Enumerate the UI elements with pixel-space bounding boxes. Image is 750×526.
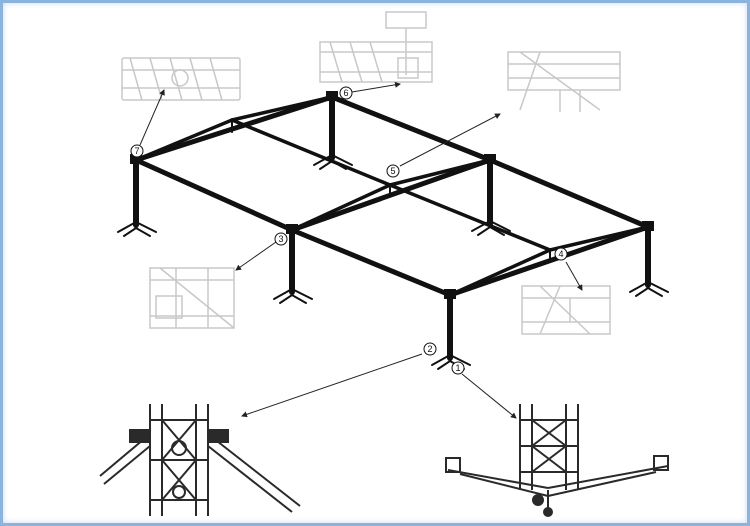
leader-arrow-1 (461, 373, 517, 419)
leg-bases (117, 153, 669, 370)
callout-7: 7 (130, 144, 144, 158)
detail-inset-5 (507, 51, 621, 112)
callout-2: 2 (423, 342, 437, 356)
leader-arrow-6 (351, 81, 401, 93)
svg-text:2: 2 (427, 344, 432, 354)
callout-4: 4 (554, 247, 568, 261)
detail-inset-6 (319, 11, 433, 83)
callout-6: 6 (339, 86, 353, 100)
leader-arrow-5 (399, 113, 501, 167)
callout-3: 3 (274, 232, 288, 246)
truss-structure-diagram: 7 6 5 3 4 2 1 (99, 11, 669, 517)
truss-legs (133, 94, 651, 361)
svg-text:5: 5 (390, 166, 395, 176)
leader-arrow-2 (241, 353, 423, 418)
callout-5: 5 (386, 164, 400, 178)
callout-markers: 7 6 5 3 4 2 1 (130, 86, 568, 375)
svg-text:3: 3 (278, 234, 283, 244)
main-truss-structure (117, 91, 669, 370)
detail-column-joint (99, 404, 301, 516)
leader-arrow-4 (565, 261, 583, 291)
detail-inset-4 (521, 285, 611, 335)
roof-gables (134, 95, 650, 297)
leader-arrows (139, 81, 583, 419)
leader-arrow-7 (139, 89, 165, 146)
detail-inset-7 (121, 57, 241, 101)
detail-inset-3 (149, 267, 235, 329)
svg-text:6: 6 (343, 88, 348, 98)
callout-1: 1 (451, 361, 465, 375)
svg-text:7: 7 (134, 146, 139, 156)
detail-base-outrigger (445, 404, 669, 517)
svg-text:4: 4 (558, 249, 563, 259)
leader-arrow-3 (235, 241, 277, 271)
svg-text:1: 1 (455, 363, 460, 373)
corner-blocks (130, 91, 654, 299)
